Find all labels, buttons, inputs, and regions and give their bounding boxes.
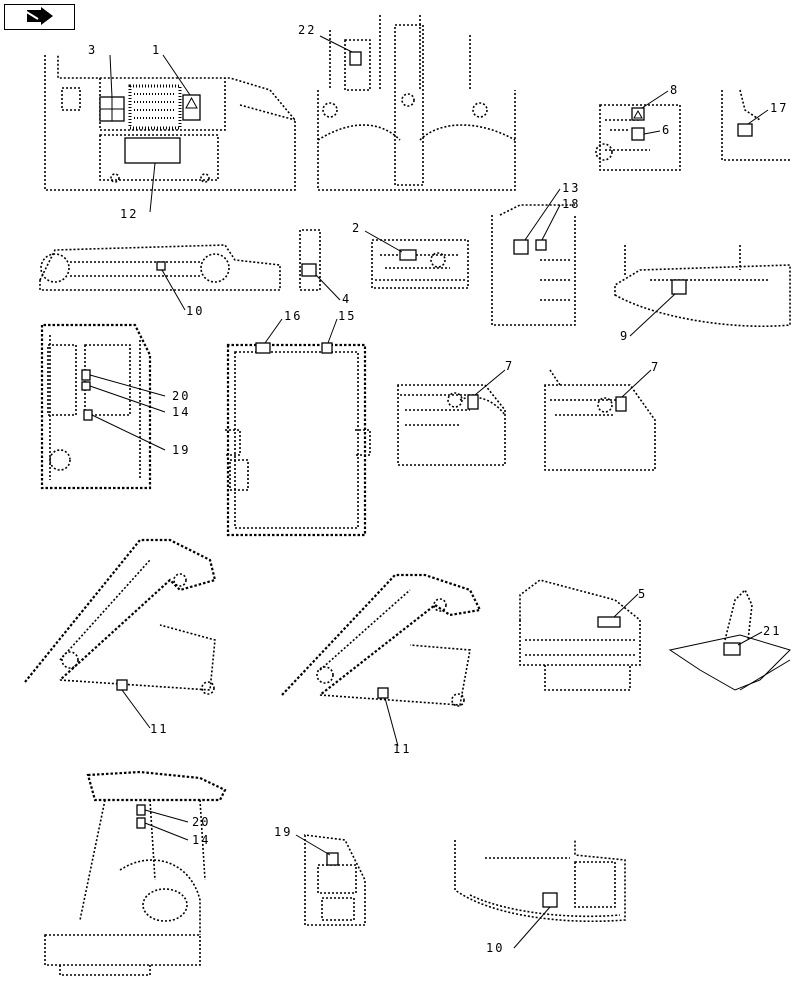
decal-21 [723,642,741,656]
decal-16 [255,342,271,354]
view-cab-pillar [304,834,366,926]
view-cabinet [491,204,576,326]
decal-20-cab [81,369,91,381]
view-machine-rear [317,15,516,191]
decal-19-pillar [326,852,339,866]
view-rear-box [519,579,641,691]
view-door-frame [225,342,371,537]
callout-18: 18 [562,197,580,211]
callout-22: 22 [298,23,316,37]
decal-2 [399,249,417,261]
decal-4 [301,263,317,277]
view-track [39,244,281,291]
view-hydraulic-unit-2 [544,369,656,471]
view-joystick [668,588,791,691]
decal-7-left [467,394,479,410]
decal-15 [321,342,333,354]
view-boom-arm-1 [24,538,217,695]
callout-9: 9 [620,329,629,343]
decal-19-cab [83,409,93,421]
callout-11-right: 11 [393,742,411,756]
view-cab-side [40,323,152,490]
view-engine-block [371,239,469,289]
callout-5: 5 [638,587,647,601]
view-control-valve [595,104,681,171]
callout-15: 15 [338,309,356,323]
back-nav-button[interactable] [4,4,75,30]
view-engine-hood-side [44,55,296,191]
view-counterweight-2 [454,840,626,923]
decal-22 [349,51,362,66]
decal-6 [631,127,645,141]
view-panel-corner [721,89,790,161]
view-post [299,229,321,291]
callout-7-left: 7 [505,359,514,373]
callout-16: 16 [284,309,302,323]
decal-13 [513,239,529,255]
decal-14-front [136,817,146,829]
callout-20-cab: 20 [172,389,190,403]
callout-13: 13 [562,181,580,195]
callout-19-cab: 19 [172,443,190,457]
callout-12: 12 [120,207,138,221]
callout-2: 2 [352,221,361,235]
callout-11-left: 11 [150,722,168,736]
decal-11-right [377,687,389,699]
callout-19-pillar: 19 [274,825,292,839]
callout-1: 1 [152,43,161,57]
decal-12 [124,137,181,164]
decal-18 [535,239,547,251]
view-boom-arm-2 [281,573,482,707]
callout-7-right: 7 [651,360,660,374]
decal-14-cab [81,381,91,391]
view-hydraulic-unit-1 [397,384,506,466]
callout-8: 8 [670,83,679,97]
callout-20-front: 20 [192,815,210,829]
decal-11-left [116,679,128,691]
view-machine-front [44,770,227,976]
callout-4: 4 [342,292,351,306]
callout-3: 3 [88,43,97,57]
decal-10-track [156,261,166,271]
decal-7-right [615,396,627,412]
callout-10-track: 10 [186,304,204,318]
callout-14-front: 14 [192,833,210,847]
callout-6: 6 [662,123,671,137]
decal-17 [737,123,753,137]
decal-5 [597,616,621,628]
page-back-arrow-icon [24,7,53,25]
callout-17: 17 [770,101,788,115]
decal-10-rear [542,892,558,908]
callout-21: 21 [763,624,781,638]
decal-9 [671,279,687,295]
view-counterweight-1 [614,245,791,328]
grille-pattern [128,84,182,130]
decal-20-front [136,804,146,816]
callout-14-cab: 14 [172,405,190,419]
callout-10-rear: 10 [486,941,504,955]
